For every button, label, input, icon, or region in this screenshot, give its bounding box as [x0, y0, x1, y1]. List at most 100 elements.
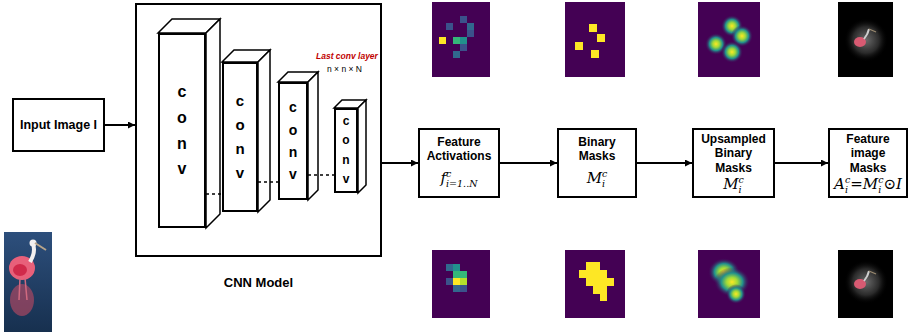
- activation-map-part: [460, 16, 467, 23]
- dimension-label: n × n × N: [327, 64, 362, 74]
- activation-map-part: [467, 30, 474, 37]
- input-photo-part: [19, 278, 27, 300]
- superscript: c: [845, 175, 850, 185]
- process-box: Feature Activationsfci=1..N: [418, 128, 500, 198]
- formula-scripts: ci: [602, 169, 607, 189]
- masked-image-part: [844, 260, 888, 304]
- dashed-link: [308, 174, 334, 175]
- conv-layer: conv: [334, 108, 358, 193]
- flow-arrow: [775, 162, 828, 164]
- subscript: i: [602, 179, 607, 189]
- conv-layer: conv: [158, 33, 206, 228]
- formula: Mci: [723, 175, 744, 195]
- activation-map-part: [446, 264, 453, 271]
- process-box: Binary MasksMci: [557, 128, 637, 198]
- formula-symbol: M: [587, 169, 602, 187]
- formula-symbol: A: [834, 175, 845, 193]
- activation-map-part: [453, 37, 460, 44]
- input-photo-part: [13, 264, 27, 276]
- conv-layer: conv: [278, 82, 308, 200]
- upsampled-mask-part: [698, 250, 760, 318]
- subscript: i: [739, 185, 744, 195]
- box-title: Feature Activations: [422, 135, 496, 164]
- activation-map: [432, 250, 490, 318]
- binary-mask-part: [586, 262, 600, 270]
- binary-mask-part: [589, 24, 597, 32]
- binary-mask: [565, 2, 625, 77]
- layer-label: conv: [342, 112, 350, 189]
- layer-label: conv: [235, 89, 245, 185]
- formula: Aci=Mci⊙I: [834, 175, 902, 195]
- activation-map-part: [467, 23, 474, 30]
- box-label: Input Image I: [20, 118, 97, 132]
- masked-image-part: [864, 29, 869, 39]
- activation-map-part: [432, 2, 490, 77]
- binary-mask-part: [575, 42, 583, 50]
- process-box: Upsampled Binary MasksMci: [692, 128, 775, 198]
- conv-block-faces-part: [358, 100, 366, 193]
- formula-symbol: f: [441, 169, 447, 187]
- activation-map-part: [446, 23, 453, 30]
- masked-image-part: [838, 2, 893, 77]
- binary-mask-part: [591, 50, 599, 58]
- activation-map: [432, 2, 490, 77]
- activation-map-part: [453, 285, 460, 292]
- masked-image-part: [869, 29, 876, 32]
- formula-symbol: ⊙I: [883, 175, 902, 193]
- dashed-link: [258, 181, 278, 182]
- binary-mask-part: [600, 294, 607, 301]
- conv-layer: conv: [222, 62, 258, 212]
- layer-note: Last conv layer: [316, 51, 378, 61]
- dashed-link: [206, 193, 222, 194]
- upsampled-mask: [698, 2, 760, 77]
- formula-scripts: ci: [739, 175, 744, 195]
- masked-image-part: [844, 18, 888, 62]
- input-photo-part: [10, 284, 34, 316]
- upsampled-mask-part: [721, 41, 743, 63]
- upsampled-mask-part: [726, 284, 746, 304]
- masked-image-part: [864, 271, 869, 281]
- cnn-model-box: CNN Modelconvconvconvconv: [135, 3, 382, 257]
- subscript: i: [878, 185, 883, 195]
- activation-map-part: [453, 51, 460, 58]
- activation-map-part: [453, 264, 460, 271]
- conv-block-faces: [158, 19, 366, 228]
- activation-map-part: [439, 37, 446, 44]
- binary-mask-part: [597, 34, 605, 42]
- binary-mask-part: [586, 278, 614, 286]
- flow-arrow: [637, 162, 692, 164]
- binary-mask: [565, 250, 625, 318]
- input-photo: [4, 232, 52, 332]
- box-title: Binary Masks: [561, 135, 633, 164]
- superscript: c: [878, 175, 883, 185]
- activation-map-part: [460, 278, 467, 285]
- superscript: c: [739, 175, 744, 185]
- layer-label: conv: [177, 79, 187, 181]
- masked-image-part: [838, 250, 893, 318]
- binary-mask-part: [565, 2, 625, 77]
- box-title: Feature image Masks: [832, 132, 904, 175]
- process-box: Feature image MasksAci=Mci⊙I: [828, 128, 908, 198]
- activation-map-part: [460, 285, 467, 292]
- formula-symbol: =M: [850, 175, 878, 193]
- flow-arrow: [105, 124, 135, 126]
- activation-map-part: [460, 44, 467, 51]
- masked-image-part: [869, 271, 876, 274]
- conv-block-faces-part: [258, 50, 270, 212]
- activation-map-part: [460, 37, 467, 44]
- binary-mask-part: [565, 250, 625, 318]
- activation-map-part: [432, 250, 490, 318]
- upsampled-mask: [698, 250, 760, 318]
- subscript: i=1..N: [446, 179, 477, 189]
- input-photo-part: [4, 232, 52, 332]
- formula-scripts: ci: [878, 175, 883, 195]
- formula-symbol: M: [723, 175, 738, 193]
- activation-map-part: [460, 271, 467, 278]
- conv-block-faces-part: [308, 72, 318, 200]
- superscript: c: [602, 169, 607, 179]
- flow-arrow: [500, 162, 557, 164]
- binary-mask-part: [579, 270, 607, 278]
- binary-mask-part: [593, 286, 607, 294]
- activation-map-part: [453, 278, 460, 285]
